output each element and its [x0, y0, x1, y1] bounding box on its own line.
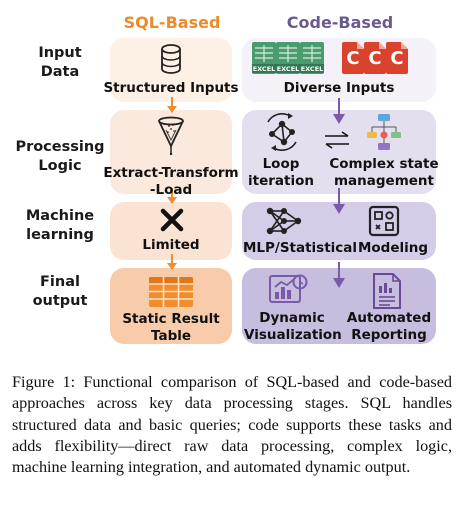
figure-caption: Figure 1: Functional comparison of SQL-b…	[12, 373, 452, 477]
database-icon	[161, 44, 181, 74]
row-label-machine-line1: Machine	[25, 208, 95, 224]
down-arrow-icon	[167, 97, 177, 113]
row-label-processing-line1: Processing	[15, 139, 105, 155]
complex-state-line2: management	[333, 173, 434, 189]
dynamic-visualization-line2: Visualization	[244, 327, 342, 343]
dynamic-visualization-line1: Dynamic	[259, 310, 325, 326]
down-arrow-icon	[333, 262, 345, 288]
down-arrow-icon	[167, 188, 177, 204]
sql-processing-line2: -Load	[149, 182, 193, 198]
csv-file-icon	[386, 42, 408, 74]
funnel-icon	[158, 116, 184, 156]
sql-output-line1: Static Result	[122, 311, 220, 327]
sql-processing-line1: Extract-Transform	[103, 165, 239, 181]
csv-file-label: C	[390, 48, 404, 69]
loop-iteration-line2: iteration	[248, 173, 314, 189]
sql-machine-cell	[110, 202, 232, 260]
complex-state-label: Complex state management	[322, 156, 446, 190]
automated-reporting-line1: Automated	[346, 310, 432, 326]
csv-file-label: C	[368, 48, 382, 69]
sql-processing-label: Extract-Transform -Load	[100, 165, 242, 199]
row-label-processing-logic: Processing Logic	[10, 138, 110, 176]
modeling-icon	[368, 205, 400, 237]
automated-reporting-label: Automated Reporting	[344, 310, 434, 344]
row-label-processing-line2: Logic	[38, 158, 82, 174]
x-mark-icon	[160, 208, 184, 232]
complex-state-line1: Complex state	[329, 156, 439, 172]
row-label-input-line1: Input	[38, 45, 82, 61]
sql-output-line2: Table	[150, 328, 192, 344]
modeling-label: Modeling	[357, 240, 429, 256]
excel-file-label: EXCEL	[300, 65, 324, 73]
sql-input-label: Structured Inputs	[103, 80, 239, 96]
row-label-final-output: Final output	[10, 273, 110, 311]
mlp-statistical-label: MLP/Statistical	[242, 240, 358, 256]
state-flowchart-icon	[367, 114, 401, 150]
row-label-machine-line2: learning	[26, 227, 94, 243]
exchange-arrows-icon	[325, 131, 349, 149]
sql-column-header: SQL-Based	[123, 13, 221, 32]
row-label-final-line1: Final	[40, 274, 80, 290]
excel-file-icon	[300, 42, 324, 74]
row-label-final-line2: output	[32, 293, 88, 309]
dynamic-visualization-label: Dynamic Visualization	[244, 310, 342, 344]
loop-iteration-label: Loop iteration	[246, 156, 316, 190]
excel-file-label: EXCEL	[252, 65, 276, 73]
code-processing-cell	[242, 110, 436, 194]
excel-file-icon	[252, 42, 276, 74]
csv-file-label: C	[346, 48, 360, 69]
sql-input-cell	[110, 38, 232, 102]
csv-file-icon	[364, 42, 386, 74]
table-icon	[149, 277, 193, 307]
sql-machine-label: Limited	[142, 237, 200, 253]
row-label-machine-learning: Machine learning	[10, 207, 110, 245]
automated-reporting-line2: Reporting	[351, 327, 427, 343]
excel-file-label: EXCEL	[276, 65, 300, 73]
neural-network-icon	[266, 207, 302, 235]
excel-file-icon	[276, 42, 300, 74]
loop-iteration-line1: Loop	[262, 156, 300, 172]
sql-output-label: Static Result Table	[100, 311, 242, 345]
network-loop-icon	[267, 113, 297, 151]
code-column-header: Code-Based	[286, 13, 394, 32]
dynamic-chart-icon	[269, 274, 308, 303]
report-document-icon	[373, 273, 401, 309]
row-label-input-data: Input Data	[10, 44, 110, 82]
down-arrow-icon	[333, 188, 345, 214]
csv-file-icon	[342, 42, 364, 74]
code-input-label: Diverse Inputs	[283, 80, 395, 96]
down-arrow-icon	[167, 254, 177, 270]
down-arrow-icon	[333, 98, 345, 124]
row-label-input-line2: Data	[40, 64, 80, 80]
